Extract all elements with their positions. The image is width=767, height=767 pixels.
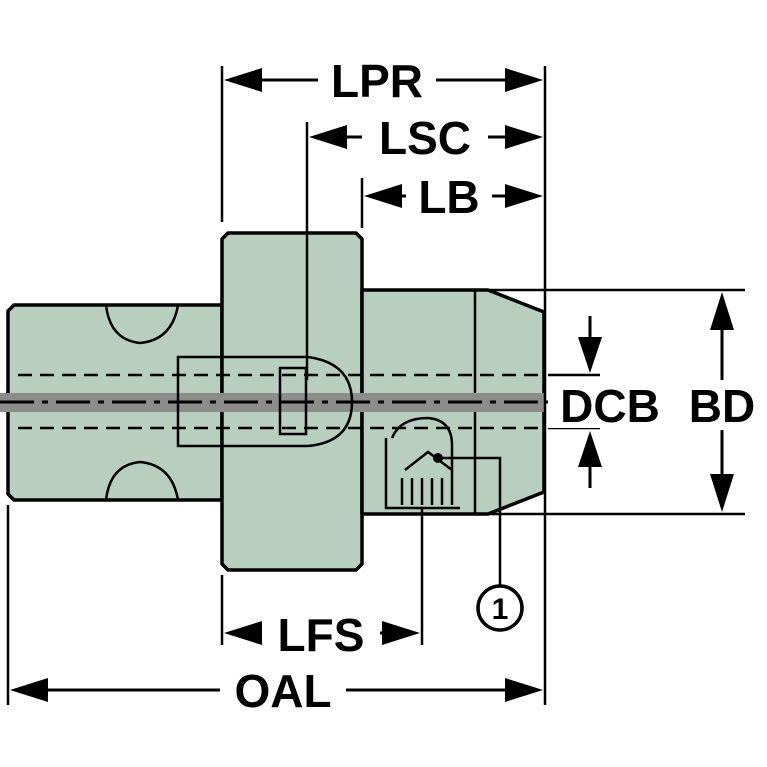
label-lfs: LFS [278, 609, 365, 661]
label-bd: BD [689, 380, 755, 432]
clamp-element [384, 416, 502, 588]
label-lsc: LSC [379, 112, 471, 164]
dim-lpr: LPR [224, 54, 543, 107]
dim-lsc: LSC [309, 111, 543, 164]
dim-lb: LB [364, 170, 543, 223]
dim-lfs: LFS [224, 608, 420, 661]
label-lpr: LPR [331, 55, 423, 107]
callout-number: 1 [492, 593, 509, 626]
dim-dcb: DCB [548, 316, 676, 488]
axis-band [0, 393, 545, 412]
dim-oal: OAL [10, 664, 543, 717]
label-dcb: DCB [560, 380, 660, 432]
label-lb: LB [418, 171, 479, 223]
extension-lines [6, 66, 745, 705]
label-oal: OAL [234, 665, 331, 717]
shank-slot-top [104, 304, 180, 345]
callout-1: 1 [476, 584, 524, 632]
shank-slot-bottom [104, 460, 180, 501]
dim-bd: BD [680, 292, 766, 512]
